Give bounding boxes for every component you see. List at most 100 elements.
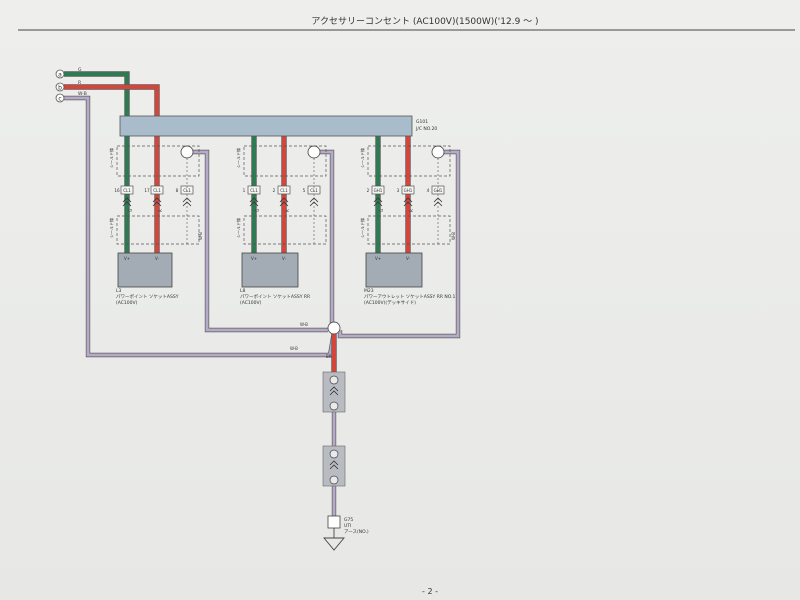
connector-3-1: [371, 185, 385, 195]
component-spec-3: (AC100V)(デッキサイド): [364, 299, 416, 306]
shield-label-upper-1: シールド線: [108, 148, 114, 168]
connector-pair-1-bottom: [329, 401, 339, 411]
connector-chevron-1-2: [152, 197, 162, 207]
page-number: - 2 -: [422, 587, 438, 596]
device-pin-vminus-2: V-: [282, 256, 287, 261]
connector-label-3-1: GH1: [374, 188, 383, 193]
wb-label-bottom: W-B: [290, 346, 298, 351]
device-pin-vminus-3: V-: [406, 256, 411, 261]
feed-label-wb: W-B: [78, 91, 87, 97]
pin-number-3-3: 4: [427, 188, 430, 193]
connector-pair-1-housing: [322, 371, 346, 413]
pin-number-1-2: 17: [144, 188, 150, 193]
wire-label-g-2: G: [255, 209, 260, 212]
wire-layer: [64, 71, 461, 516]
pin-number-3-2: 3: [397, 188, 400, 193]
connector-pair-2-bottom: [329, 475, 339, 485]
device-pin-vplus-1: V+: [124, 256, 130, 261]
device-pin-vplus-3: V+: [375, 256, 381, 261]
component-ref-1: L3: [116, 288, 122, 294]
wb-label-mid: W-B: [300, 322, 308, 327]
wb-label-3: W-B: [451, 232, 456, 240]
wire-label-r-1: R: [158, 209, 163, 212]
connector-chevron-2-2: [279, 197, 289, 207]
wb-label-1: W-B: [198, 232, 203, 240]
junction-name: J/C NO.20: [415, 126, 437, 132]
shield-box-lower-1: [116, 215, 200, 245]
terminal-b: [55, 82, 65, 92]
wire-wb-shield-3: [338, 150, 460, 338]
pin-number-2-1: 1: [243, 188, 246, 193]
ground-code: G75: [344, 517, 353, 523]
shield-box-lower-3: [367, 215, 451, 245]
wire-label-br: BR: [326, 354, 332, 359]
feed-label-r: R: [78, 80, 81, 86]
connector-2-2: [277, 185, 291, 195]
device-pin-vminus-1: V-: [155, 256, 160, 261]
connector-label-1-2: CL1: [153, 188, 161, 193]
shield-ground-circle-1: [180, 145, 194, 159]
component-name-1: パワーポイント ソケットASSY: [116, 293, 179, 300]
connector-1-2: [150, 185, 164, 195]
shield-box-upper-2: [243, 145, 327, 177]
terminal-a: [55, 69, 65, 79]
connector-chevron-2-1: [249, 197, 259, 207]
ground-sub: UTI: [344, 523, 351, 529]
shield-label-lower-1: シールド線: [108, 218, 114, 238]
wire-wb-shield-2: [320, 150, 334, 324]
wire-wb-shield-2-outline: [320, 149, 335, 324]
terminal-letter-a: a: [58, 72, 62, 79]
connector-pair-1-top: [329, 375, 339, 385]
socket-device-3: [365, 252, 423, 288]
ground-terminal-box: [327, 515, 341, 529]
connector-label-2-1: CL1: [250, 188, 258, 193]
shield-ground-circle-3: [431, 145, 445, 159]
junction-code: G101: [416, 119, 428, 125]
shield-box-lower-2: [243, 215, 327, 245]
device-pin-vplus-2: V+: [251, 256, 257, 261]
ground-icon: [323, 537, 345, 551]
wire-wb-shield-1: [193, 150, 328, 332]
connector-2-1: [247, 185, 261, 195]
component-spec-1: (AC100V): [116, 300, 138, 306]
main-junction-circle: [327, 321, 341, 335]
component-spec-2: (AC100V): [240, 300, 262, 306]
ground-name: アース(NO.): [344, 529, 369, 535]
connector-label-3-2: GH1: [404, 188, 413, 193]
shield-label-lower-3: シールド線: [359, 218, 365, 238]
connector-pair-2-chevron: [329, 460, 339, 470]
shield-label-lower-2: シールド線: [235, 218, 241, 238]
connector-pair-1-chevron: [329, 386, 339, 396]
wire-label-r-2: R: [285, 209, 290, 212]
feed-wire-red: [64, 85, 159, 118]
pin-number-2-3: 5: [303, 188, 306, 193]
shield-ground-circle-2: [307, 145, 321, 159]
pin-number-1-3: 8: [176, 188, 179, 193]
shield-box-upper-1: [116, 145, 200, 177]
connector-chevron-1-1: [122, 197, 132, 207]
connector-pair-2-housing: [322, 445, 346, 487]
component-ref-2: L8: [240, 288, 246, 294]
connector-pair-2-top: [329, 449, 339, 459]
wire-label-g-1: G: [128, 209, 133, 212]
wire-label-g-3: G: [379, 209, 384, 212]
feed-wire-green: [64, 72, 129, 118]
socket-device-1: [117, 252, 173, 288]
shield-label-upper-3: シールド線: [359, 148, 365, 168]
wire-label-r-3: R: [409, 209, 414, 212]
pin-number-1-1: 16: [114, 188, 120, 193]
pin-number-2-2: 2: [273, 188, 276, 193]
connector-chevron-3-2: [403, 197, 413, 207]
shield-box-upper-3: [367, 145, 451, 177]
shield-label-upper-2: シールド線: [235, 148, 241, 168]
junction-connector-block: [119, 115, 413, 137]
terminal-letter-c: c: [58, 96, 61, 103]
connector-3-2: [401, 185, 415, 195]
page-title: アクセサリーコンセント (AC100V)(1500W)('12.9 ～ ): [311, 16, 538, 27]
connector-1-1: [120, 185, 134, 195]
terminal-c: [55, 93, 65, 103]
connector-label-2-2: CL1: [280, 188, 288, 193]
component-name-3: パワーアウトレット ソケットASSY RR NO.1: [364, 293, 456, 300]
